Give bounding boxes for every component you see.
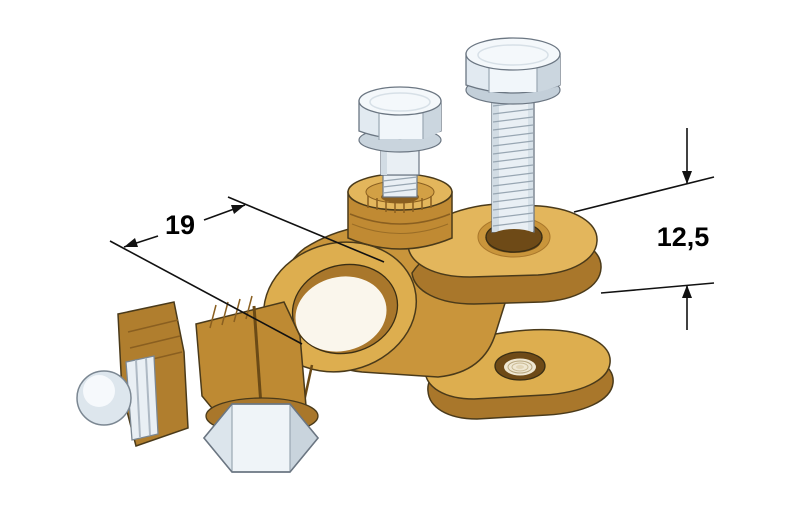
fixing-bolt <box>465 37 561 253</box>
clamp-screw-head <box>203 403 319 473</box>
fixing-bolt-head <box>465 37 561 94</box>
dimension-19 <box>109 196 385 345</box>
boss-knurl <box>367 196 432 213</box>
stud-bolt <box>358 86 442 203</box>
extension-line-lower <box>109 240 303 345</box>
stud-bolt-head <box>358 86 442 140</box>
arrowhead-up <box>682 285 692 298</box>
clamp-screw-end <box>76 301 189 447</box>
threaded-hole <box>494 351 546 381</box>
arrowhead-left <box>124 238 138 247</box>
dimension-19-label: 19 <box>165 210 195 240</box>
fixing-bolt-threads <box>492 100 534 227</box>
extension-line-upper <box>227 196 385 263</box>
extension-line-bottom <box>600 282 715 294</box>
arrowhead-right <box>231 205 245 214</box>
dimension-12-5 <box>573 128 715 330</box>
stud-dome-end <box>76 370 132 426</box>
clamp-body <box>262 223 508 421</box>
clamp-bore <box>262 241 418 373</box>
arrowhead-down <box>682 171 692 184</box>
stud-bolt-threads <box>382 176 418 194</box>
dimension-12-5-label: 12,5 <box>657 222 710 252</box>
extension-line-top <box>573 176 715 213</box>
